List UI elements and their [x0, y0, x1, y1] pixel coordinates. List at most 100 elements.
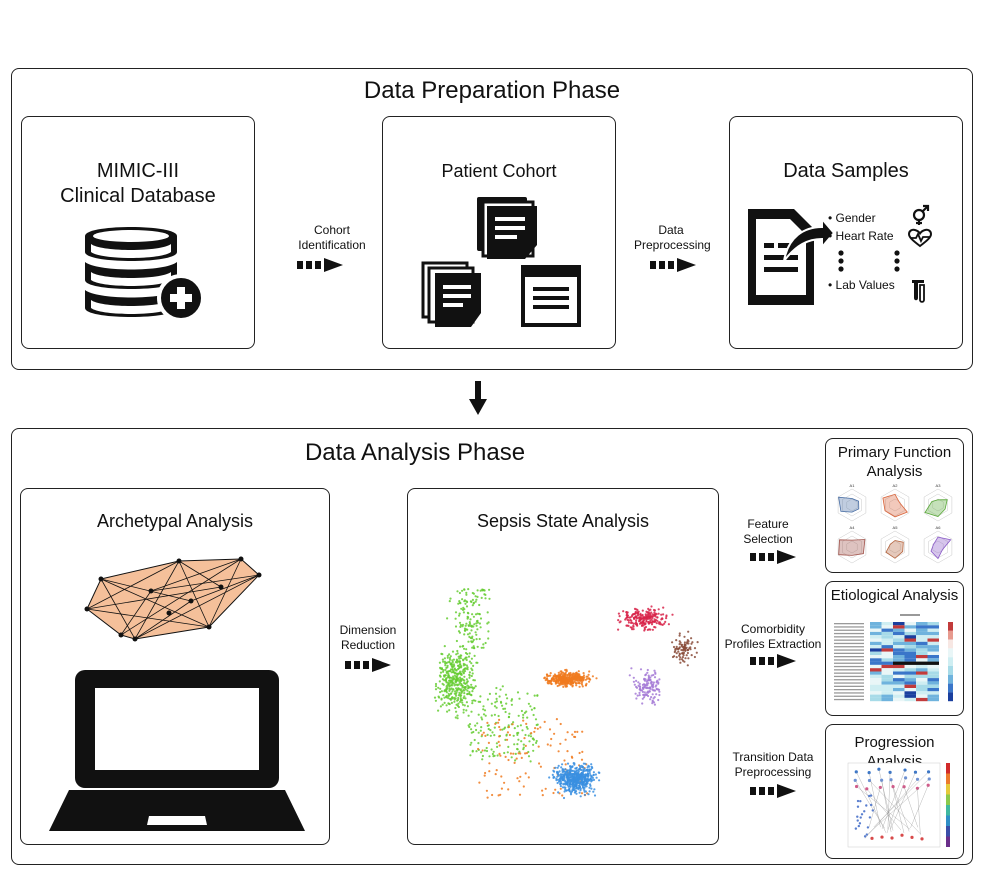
heatmap-cell [927, 645, 939, 649]
data-samples-title: Data Samples [783, 160, 909, 182]
heatmap-cell [881, 684, 893, 688]
scatter-point [529, 760, 532, 763]
scatter-point [457, 655, 460, 658]
scatter-point [561, 678, 564, 681]
scatter-point [571, 772, 574, 775]
scatter-point [499, 728, 502, 731]
feature-lab-values-label: Lab Values [835, 278, 895, 292]
scatter-point [641, 702, 644, 705]
scatter-point [638, 694, 641, 697]
scatter-point [501, 685, 504, 688]
heatmap-cell [893, 622, 905, 626]
heatmap-cell [893, 645, 905, 649]
scatter-point [563, 790, 566, 793]
scatter-point [443, 660, 446, 663]
scatter-point [471, 672, 474, 675]
scatter-point [469, 754, 472, 757]
scatter-point [651, 628, 654, 631]
heatmap-cell [870, 694, 882, 698]
scatter-point [638, 620, 641, 623]
heatmap-cell [904, 671, 916, 675]
scatter-point [651, 686, 655, 689]
scatter-point [510, 698, 514, 701]
test-tube-icon [912, 280, 925, 303]
heatmap-cell [904, 638, 916, 642]
scatter-point [504, 738, 507, 741]
scatter-point [617, 628, 620, 631]
scatter-point [649, 628, 652, 631]
scatter-point [465, 622, 468, 625]
scatter-point [556, 766, 559, 769]
scatter-point [536, 727, 539, 730]
scatter-point [498, 752, 501, 755]
scatter-point [687, 630, 690, 633]
scatter-point [693, 647, 697, 650]
scatter-point [590, 765, 593, 768]
scatter-point [455, 710, 458, 713]
scatter-point [462, 696, 465, 700]
scatter-point [522, 719, 525, 722]
heatmap-cell [927, 651, 939, 655]
scatter-point [627, 621, 630, 624]
scatter-point [588, 770, 591, 773]
heatmap-cell [904, 691, 916, 695]
scatter-point [529, 735, 533, 738]
state-node [868, 816, 872, 819]
scatter-point [566, 674, 569, 677]
scatter-point [453, 698, 456, 701]
scatter-point [466, 680, 469, 683]
scatter-point [646, 668, 649, 672]
scatter-point [473, 679, 476, 682]
scatter-point [479, 617, 483, 620]
scatter-point [533, 730, 536, 733]
scatter-point [680, 658, 684, 661]
scatter-point [641, 609, 644, 612]
state-node [856, 819, 859, 822]
scatter-point [451, 690, 454, 693]
heatmap-cell [916, 645, 928, 649]
heatmap-cell [916, 635, 928, 639]
scatter-point [645, 610, 648, 613]
scatter-point [526, 727, 529, 730]
scatter-point [695, 651, 698, 654]
scatter-point [483, 749, 487, 752]
scatter-point [578, 784, 581, 787]
heatmap-cell [881, 678, 893, 682]
scatter-point [495, 706, 498, 709]
state-node [857, 824, 861, 828]
scatter-point [463, 647, 466, 650]
scatter-point [590, 787, 593, 790]
scatter-point [443, 645, 446, 648]
scatter-point [454, 611, 458, 614]
scatter-point [559, 673, 562, 676]
scatter-point [505, 733, 508, 736]
scatter-point [461, 608, 465, 611]
scatter-point [536, 723, 539, 726]
scatter-point [503, 781, 506, 784]
scatter-point [553, 732, 556, 735]
scatter-point [453, 692, 456, 695]
heatmap-cell [893, 631, 905, 636]
scatter-point [533, 694, 536, 697]
scatter-point [568, 790, 571, 793]
scatter-point [449, 669, 452, 673]
scatter-point [478, 612, 481, 616]
scatter-point [649, 615, 652, 618]
radar-chart-label: A4 [850, 525, 856, 530]
scatter-point [591, 776, 594, 779]
scatter-point [449, 697, 452, 700]
radar-chart-label: A1 [850, 483, 856, 488]
heatmap-cell [881, 691, 893, 695]
scatter-point [587, 764, 590, 767]
scatter-point [450, 684, 454, 687]
scatter-point [556, 684, 559, 688]
scatter-point [464, 682, 467, 685]
scatter-point [686, 639, 689, 642]
scatter-point [507, 715, 511, 718]
heatmap-cell [881, 671, 893, 675]
scatter-point [547, 682, 550, 685]
scatter-point [544, 787, 547, 790]
scatter-point [577, 777, 580, 780]
scatter-point [522, 785, 525, 788]
scatter-point [629, 626, 632, 629]
